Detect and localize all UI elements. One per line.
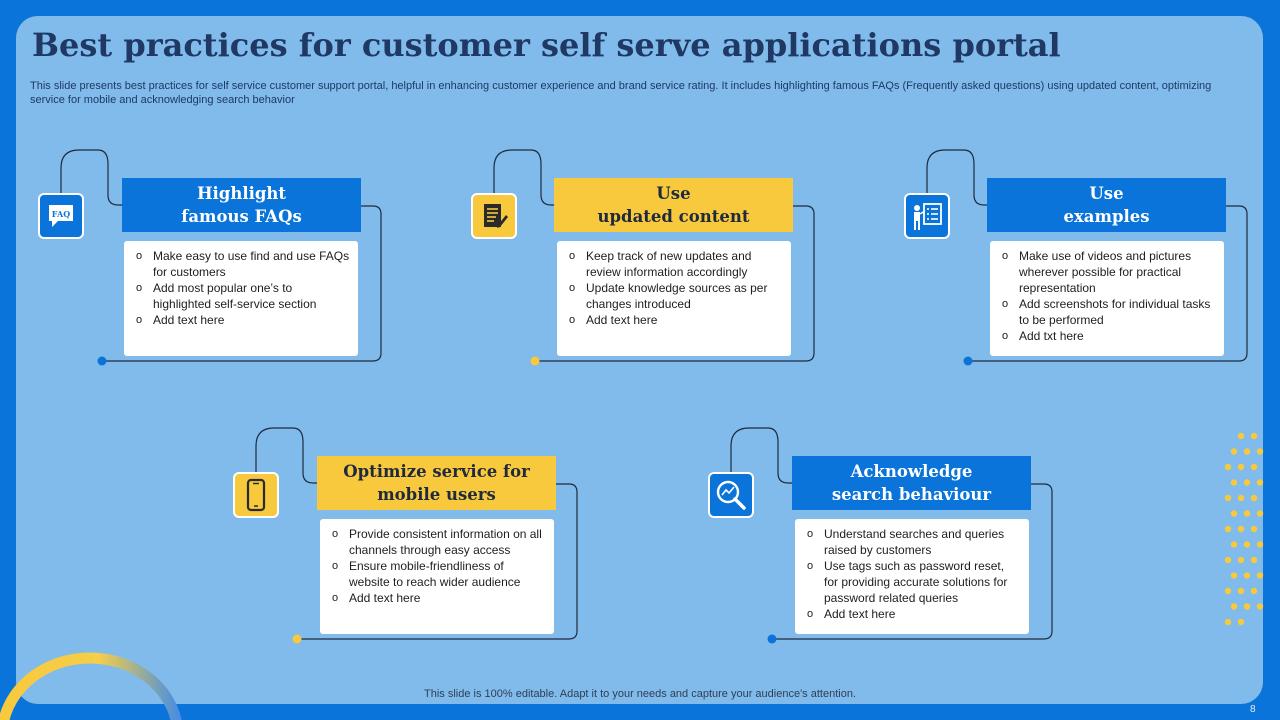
card-title-line2: search behaviour bbox=[831, 485, 992, 504]
presentation-board-icon bbox=[904, 193, 950, 239]
card-header-examples: Use examples bbox=[987, 178, 1226, 232]
card-body-examples: Make use of videos and pictures wherever… bbox=[990, 241, 1224, 356]
faq-chat-icon: FAQ bbox=[38, 193, 84, 239]
card-title-line1: Use bbox=[656, 184, 691, 203]
card-title-line2: famous FAQs bbox=[181, 207, 302, 226]
bullet-item: Add text here bbox=[332, 590, 546, 606]
card-body-updated-content: Keep track of new updates and review inf… bbox=[557, 241, 791, 356]
bullet-item: Add txt here bbox=[1002, 328, 1216, 344]
bullet-item: Understand searches and queries raised b… bbox=[807, 526, 1021, 558]
card-body-search: Understand searches and queries raised b… bbox=[795, 519, 1029, 634]
bullet-item: Add screenshots for individual tasks to … bbox=[1002, 296, 1216, 328]
document-edit-icon bbox=[471, 193, 517, 239]
card-title-line1: Optimize service for bbox=[343, 462, 530, 481]
bullet-item: Ensure mobile-friendliness of website to… bbox=[332, 558, 546, 590]
card-header-faqs: Highlight famous FAQs bbox=[122, 178, 361, 232]
page-title: Best practices for customer self serve a… bbox=[32, 26, 1061, 64]
card-header-search: Acknowledge search behaviour bbox=[792, 456, 1031, 510]
card-title-line2: examples bbox=[1063, 207, 1150, 226]
page-subtitle: This slide presents best practices for s… bbox=[30, 80, 1212, 106]
card-title-line2: updated content bbox=[597, 207, 750, 226]
card-title-line1: Highlight bbox=[196, 184, 287, 203]
bullet-item: Keep track of new updates and review inf… bbox=[569, 248, 783, 280]
card-title-line1: Acknowledge bbox=[850, 462, 973, 481]
svg-text:FAQ: FAQ bbox=[52, 209, 70, 219]
bullet-item: Make use of videos and pictures wherever… bbox=[1002, 248, 1216, 296]
bullet-item: Add text here bbox=[807, 606, 1021, 622]
bullet-item: Update knowledge sources as per changes … bbox=[569, 280, 783, 312]
footer-note: This slide is 100% editable. Adapt it to… bbox=[424, 688, 856, 700]
content-panel bbox=[16, 16, 1263, 704]
card-header-updated-content: Use updated content bbox=[554, 178, 793, 232]
bullet-item: Add most popular one’s to highlighted se… bbox=[136, 280, 350, 312]
bullet-item: Use tags such as password reset, for pro… bbox=[807, 558, 1021, 606]
card-body-mobile: Provide consistent information on all ch… bbox=[320, 519, 554, 634]
card-body-faqs: Make easy to use find and use FAQs for c… bbox=[124, 241, 358, 356]
search-analytics-icon bbox=[708, 472, 754, 518]
bullet-item: Provide consistent information on all ch… bbox=[332, 526, 546, 558]
bullet-item: Add text here bbox=[569, 312, 783, 328]
card-title-line2: mobile users bbox=[377, 485, 496, 504]
bullet-item: Add text here bbox=[136, 312, 350, 328]
mobile-phone-icon bbox=[233, 472, 279, 518]
bullet-item: Make easy to use find and use FAQs for c… bbox=[136, 248, 350, 280]
page-number: 8 bbox=[1250, 704, 1256, 715]
card-title-line1: Use bbox=[1089, 184, 1124, 203]
card-header-mobile: Optimize service for mobile users bbox=[317, 456, 556, 510]
